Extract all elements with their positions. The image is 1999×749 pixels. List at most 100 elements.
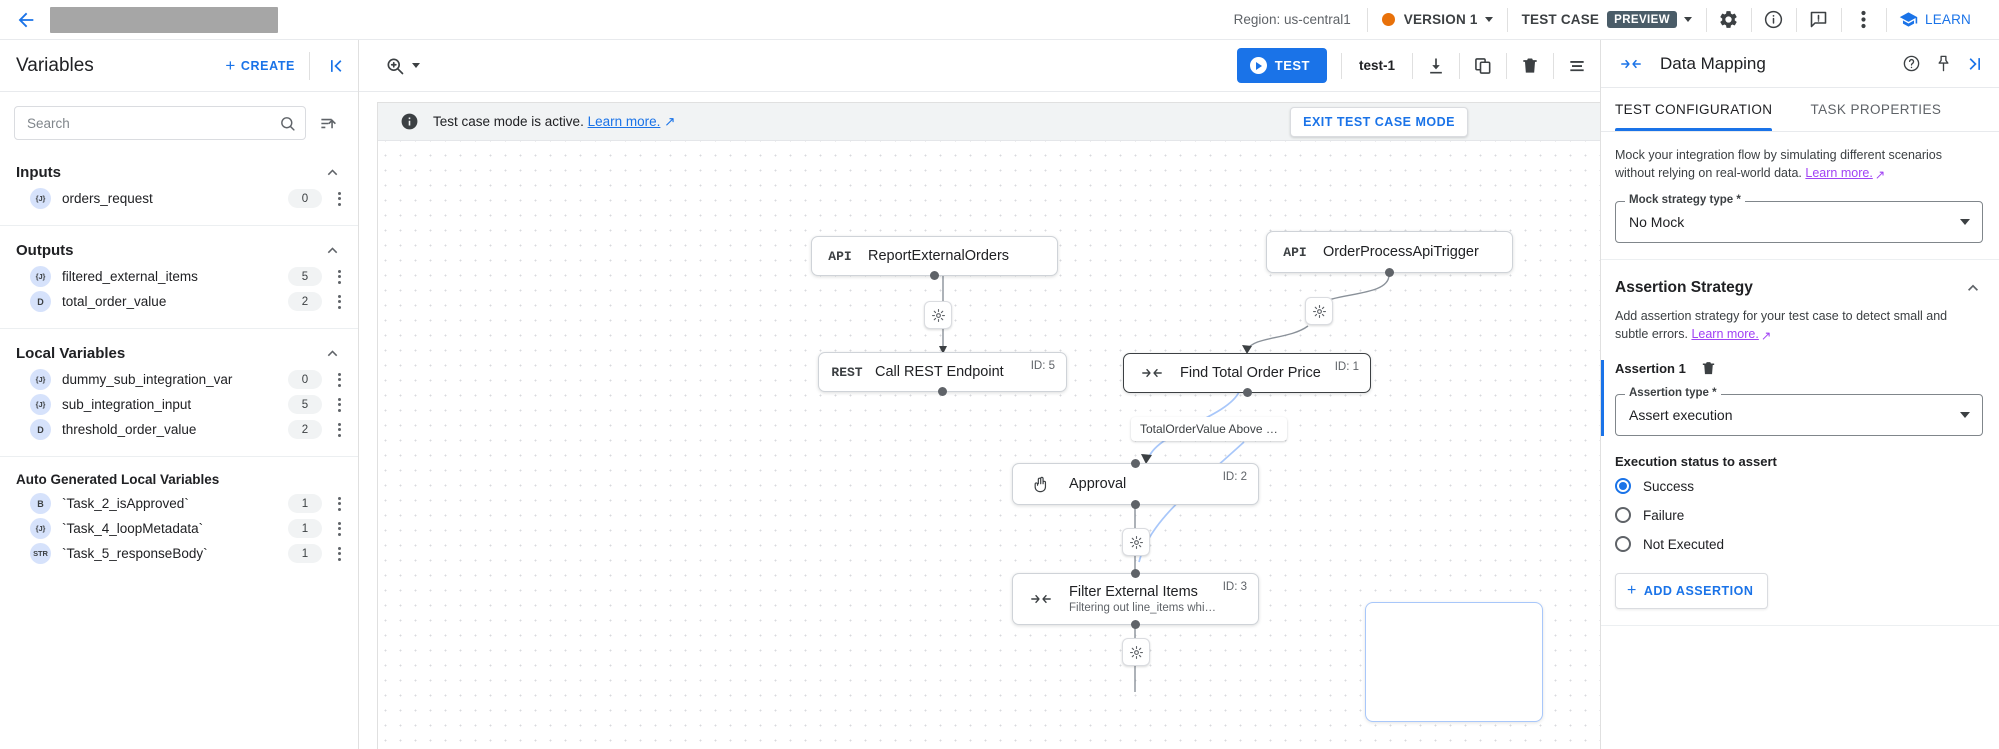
gear-icon[interactable] — [1707, 0, 1751, 40]
test-case-name[interactable]: test-1 — [1358, 58, 1395, 73]
test-case-selector[interactable]: TEST CASE PREVIEW — [1508, 0, 1706, 40]
node-id: ID: 3 — [1222, 581, 1247, 593]
node-output-port[interactable] — [938, 387, 947, 396]
node-output-port[interactable] — [1242, 388, 1252, 397]
node-input-port[interactable] — [1131, 459, 1140, 468]
collapse-right-icon[interactable] — [1959, 44, 1991, 84]
chevron-up-icon — [1963, 278, 1983, 298]
create-variable-button[interactable]: + CREATE — [215, 57, 305, 74]
learn-button[interactable]: LEARN — [1887, 10, 1987, 29]
radio-icon[interactable] — [1615, 536, 1631, 552]
edge-settings-gear-icon[interactable] — [1122, 638, 1150, 666]
edge-condition-label[interactable]: TotalOrderValue Above … — [1131, 417, 1287, 441]
help-icon[interactable] — [1895, 44, 1927, 84]
mock-strategy-field[interactable]: Mock strategy type * No Mock — [1615, 194, 1983, 244]
mock-strategy-label: Mock strategy type * — [1625, 194, 1745, 207]
panel-tabs: TEST CONFIGURATION TASK PROPERTIES — [1601, 88, 1999, 132]
row-menu-icon[interactable] — [330, 422, 348, 437]
assertion-type-field[interactable]: Assertion type * Assert execution — [1615, 386, 1983, 436]
flow-selected-card[interactable] — [1365, 602, 1543, 722]
group-header-local-variables[interactable]: Local Variables — [0, 339, 358, 367]
row-menu-icon[interactable] — [330, 294, 348, 309]
back-arrow-icon[interactable] — [12, 6, 40, 34]
row-menu-icon[interactable] — [330, 521, 348, 536]
type-badge: D — [30, 291, 51, 312]
node-output-port[interactable] — [1131, 620, 1140, 629]
node-input-port[interactable] — [1131, 569, 1140, 578]
node-output-port[interactable] — [930, 271, 939, 280]
search-input-container[interactable] — [14, 106, 306, 140]
row-menu-icon[interactable] — [330, 496, 348, 511]
flow-node-approval[interactable]: Approval ID: 2 — [1012, 459, 1259, 509]
collapse-panel-icon[interactable] — [314, 40, 358, 92]
group-header-auto-generated[interactable]: Auto Generated Local Variables — [0, 467, 358, 491]
list-icon[interactable] — [1554, 40, 1600, 92]
divider — [1885, 7, 1887, 32]
tab-task-properties[interactable]: TASK PROPERTIES — [1810, 88, 1959, 131]
search-input[interactable] — [27, 115, 279, 131]
divider — [1840, 7, 1842, 32]
pin-icon[interactable] — [1927, 44, 1959, 84]
divider — [1705, 7, 1707, 32]
zoom-in-icon[interactable] — [377, 52, 428, 80]
list-item[interactable]: {J} filtered_external_items 5 — [0, 264, 358, 289]
delete-icon[interactable] — [1507, 40, 1553, 92]
radio-option-failure[interactable]: Failure — [1615, 504, 1983, 527]
list-item[interactable]: D total_order_value 2 — [0, 289, 358, 314]
data-mapping-panel: Data Mapping TEST CONFIGURATION TASK PRO… — [1600, 40, 1999, 749]
variables-list[interactable]: Inputs {J} orders_request 0 — [0, 148, 358, 749]
radio-option-not-executed[interactable]: Not Executed — [1615, 533, 1983, 556]
radio-icon[interactable] — [1615, 507, 1631, 523]
row-menu-icon[interactable] — [330, 397, 348, 412]
sort-icon[interactable] — [312, 106, 344, 140]
info-icon[interactable] — [1752, 0, 1796, 40]
panel-body[interactable]: Mock your integration flow by simulating… — [1601, 132, 1999, 749]
flow-node-find-total-order-price[interactable]: Find Total Order Price ID: 1 — [1123, 353, 1371, 397]
node-output-port[interactable] — [1131, 500, 1140, 509]
list-item[interactable]: {J} sub_integration_input 5 — [0, 392, 358, 417]
edge-settings-gear-icon[interactable] — [924, 301, 952, 329]
download-icon[interactable] — [1413, 40, 1459, 92]
edge-settings-gear-icon[interactable] — [1122, 528, 1150, 556]
list-item[interactable]: D threshold_order_value 2 — [0, 417, 358, 442]
group-header-inputs[interactable]: Inputs — [0, 158, 358, 186]
flow-node-order-process-api-trigger[interactable]: API OrderProcessApiTrigger — [1266, 231, 1513, 277]
node-output-port[interactable] — [1385, 268, 1394, 277]
row-menu-icon[interactable] — [330, 372, 348, 387]
group-header-outputs[interactable]: Outputs — [0, 236, 358, 264]
node-id: ID: 2 — [1222, 471, 1247, 483]
tab-test-configuration[interactable]: TEST CONFIGURATION — [1615, 88, 1790, 131]
list-item[interactable]: STR `Task_5_responseBody` 1 — [0, 541, 358, 566]
banner-learn-more-link[interactable]: Learn more. — [587, 113, 661, 129]
exit-test-case-mode-button[interactable]: EXIT TEST CASE MODE — [1290, 106, 1468, 137]
assertion-type-select[interactable]: Assert execution — [1615, 393, 1983, 436]
list-item[interactable]: {J} dummy_sub_integration_var 0 — [0, 367, 358, 392]
list-item[interactable]: {J} `Task_4_loopMetadata` 1 — [0, 516, 358, 541]
top-bar: Region: us-central1 VERSION 1 TEST CASE … — [0, 0, 1999, 40]
edge-settings-gear-icon[interactable] — [1305, 297, 1333, 325]
radio-option-success[interactable]: Success — [1615, 475, 1983, 498]
delete-icon[interactable] — [1700, 360, 1717, 377]
feedback-icon[interactable] — [1797, 0, 1841, 40]
version-selector[interactable]: VERSION 1 — [1368, 0, 1507, 40]
row-menu-icon[interactable] — [330, 269, 348, 284]
overflow-menu-icon[interactable] — [1842, 0, 1886, 40]
mock-learn-more-link[interactable]: Learn more. — [1805, 166, 1873, 181]
create-label: CREATE — [240, 58, 295, 73]
duplicate-icon[interactable] — [1460, 40, 1506, 92]
flow-node-call-rest-endpoint[interactable]: REST Call REST Endpoint ID: 5 — [818, 352, 1067, 396]
list-item[interactable]: {J} orders_request 0 — [0, 186, 358, 211]
flow-node-report-external-orders[interactable]: API ReportExternalOrders — [811, 236, 1058, 280]
assertion-learn-more-link[interactable]: Learn more. — [1691, 327, 1759, 342]
list-item[interactable]: B `Task_2_isApproved` 1 — [0, 491, 358, 516]
row-menu-icon[interactable] — [330, 191, 348, 206]
mock-strategy-select[interactable]: No Mock — [1615, 201, 1983, 244]
banner-text: Test case mode is active. Learn more. ↗ — [433, 114, 675, 130]
flow-canvas[interactable]: Test case mode is active. Learn more. ↗ … — [359, 92, 1600, 749]
radio-icon[interactable] — [1615, 478, 1631, 494]
flow-node-filter-external-items[interactable]: Filter External Items Filtering out line… — [1012, 569, 1259, 629]
test-button[interactable]: TEST — [1236, 48, 1327, 83]
assertion-strategy-header[interactable]: Assertion Strategy — [1615, 274, 1983, 307]
row-menu-icon[interactable] — [330, 546, 348, 561]
add-assertion-button[interactable]: + ADD ASSERTION — [1615, 572, 1769, 609]
